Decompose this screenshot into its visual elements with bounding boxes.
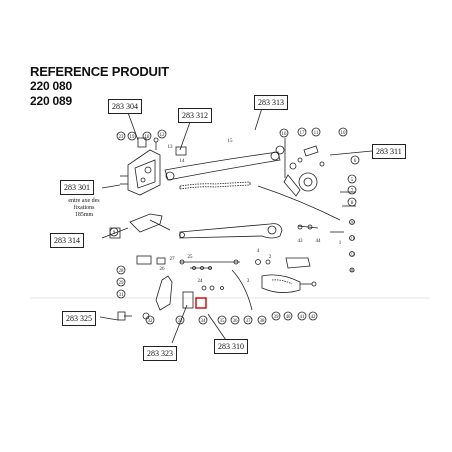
bottom-hardware [117,275,224,321]
part-number-20: 20 [350,221,356,226]
part-number-41: 41 [300,315,306,320]
part-number-42: 42 [311,315,317,320]
part-number-1: 1 [339,241,342,246]
product-ref-2: 220 089 [30,94,72,108]
part-number-34: 34 [201,319,207,324]
part-number-4: 4 [257,249,260,254]
part-number-25: 25 [188,255,194,260]
clamp-part [109,213,171,239]
callout-283312: 283 312 [178,108,212,123]
part-number-9: 9 [113,231,116,236]
bracket-assembly [120,137,161,196]
middle-rod [179,223,344,239]
part-number-10: 10 [341,131,347,136]
right-hardware [257,138,341,221]
part-number-40: 40 [286,315,292,320]
part-number-39: 39 [274,315,280,320]
part-number-29: 29 [119,281,125,286]
callout-283301: 283 301 [60,180,94,195]
callout-283314: 283 314 [50,233,84,248]
callout-283325: 283 325 [62,311,96,326]
product-ref-1: 220 080 [30,79,72,93]
part-number-26: 26 [160,267,166,272]
lower-mechanism [136,255,317,311]
part-number-12: 12 [160,133,166,138]
part-number-19: 19 [130,135,136,140]
callout-283323: 283 323 [143,346,177,361]
part-number-21: 21 [350,237,356,242]
part-number-3: 3 [247,279,250,284]
mounting-note: entre axe des fixations 185mm [60,198,108,219]
callout-283310: 283 310 [214,339,248,354]
part-number-15: 15 [228,139,234,144]
part-number-14: 14 [180,159,186,164]
part-number-31: 31 [119,293,125,298]
callout-283313: 283 313 [254,95,288,110]
note-line-3: 185mm [74,212,94,218]
part-number-24: 24 [198,279,204,284]
part-number-2: 2 [269,255,272,260]
part-number-17: 17 [300,131,306,136]
part-number-44: 44 [316,239,322,244]
part-number-28: 28 [119,269,125,274]
part-number-13: 13 [168,145,174,150]
highlighted-part [195,297,207,309]
part-number-23: 23 [119,135,125,140]
part-number-18: 18 [145,135,151,140]
part-number-43: 43 [298,239,304,244]
part-number-5: 5 [351,178,354,183]
callout-283311: 283 311 [372,144,406,159]
part-number-38: 38 [260,319,266,324]
upper-arm [164,146,281,190]
callout-283304: 283 304 [108,99,142,114]
part-number-33: 33 [178,319,184,324]
note-line-1: entre axe des [68,198,100,204]
reference-title: REFERENCE PRODUIT [30,64,169,79]
part-number-16: 16 [282,132,288,137]
part-number-7: 7 [351,189,354,194]
leader-lines [99,107,373,344]
part-number-35: 35 [220,319,226,324]
part-number-8: 8 [351,201,354,206]
part-number-22: 22 [350,253,356,258]
part-number-27: 27 [170,257,176,262]
part-number-6: 6 [354,159,357,164]
part-number-36: 36 [233,319,239,324]
part-number-32: 32 [148,319,154,324]
part-number-30: 30 [350,269,356,274]
part-number-markers [109,127,360,325]
part-number-11: 11 [314,131,319,136]
note-line-2: fixations [73,205,95,211]
part-number-37: 37 [246,319,252,324]
